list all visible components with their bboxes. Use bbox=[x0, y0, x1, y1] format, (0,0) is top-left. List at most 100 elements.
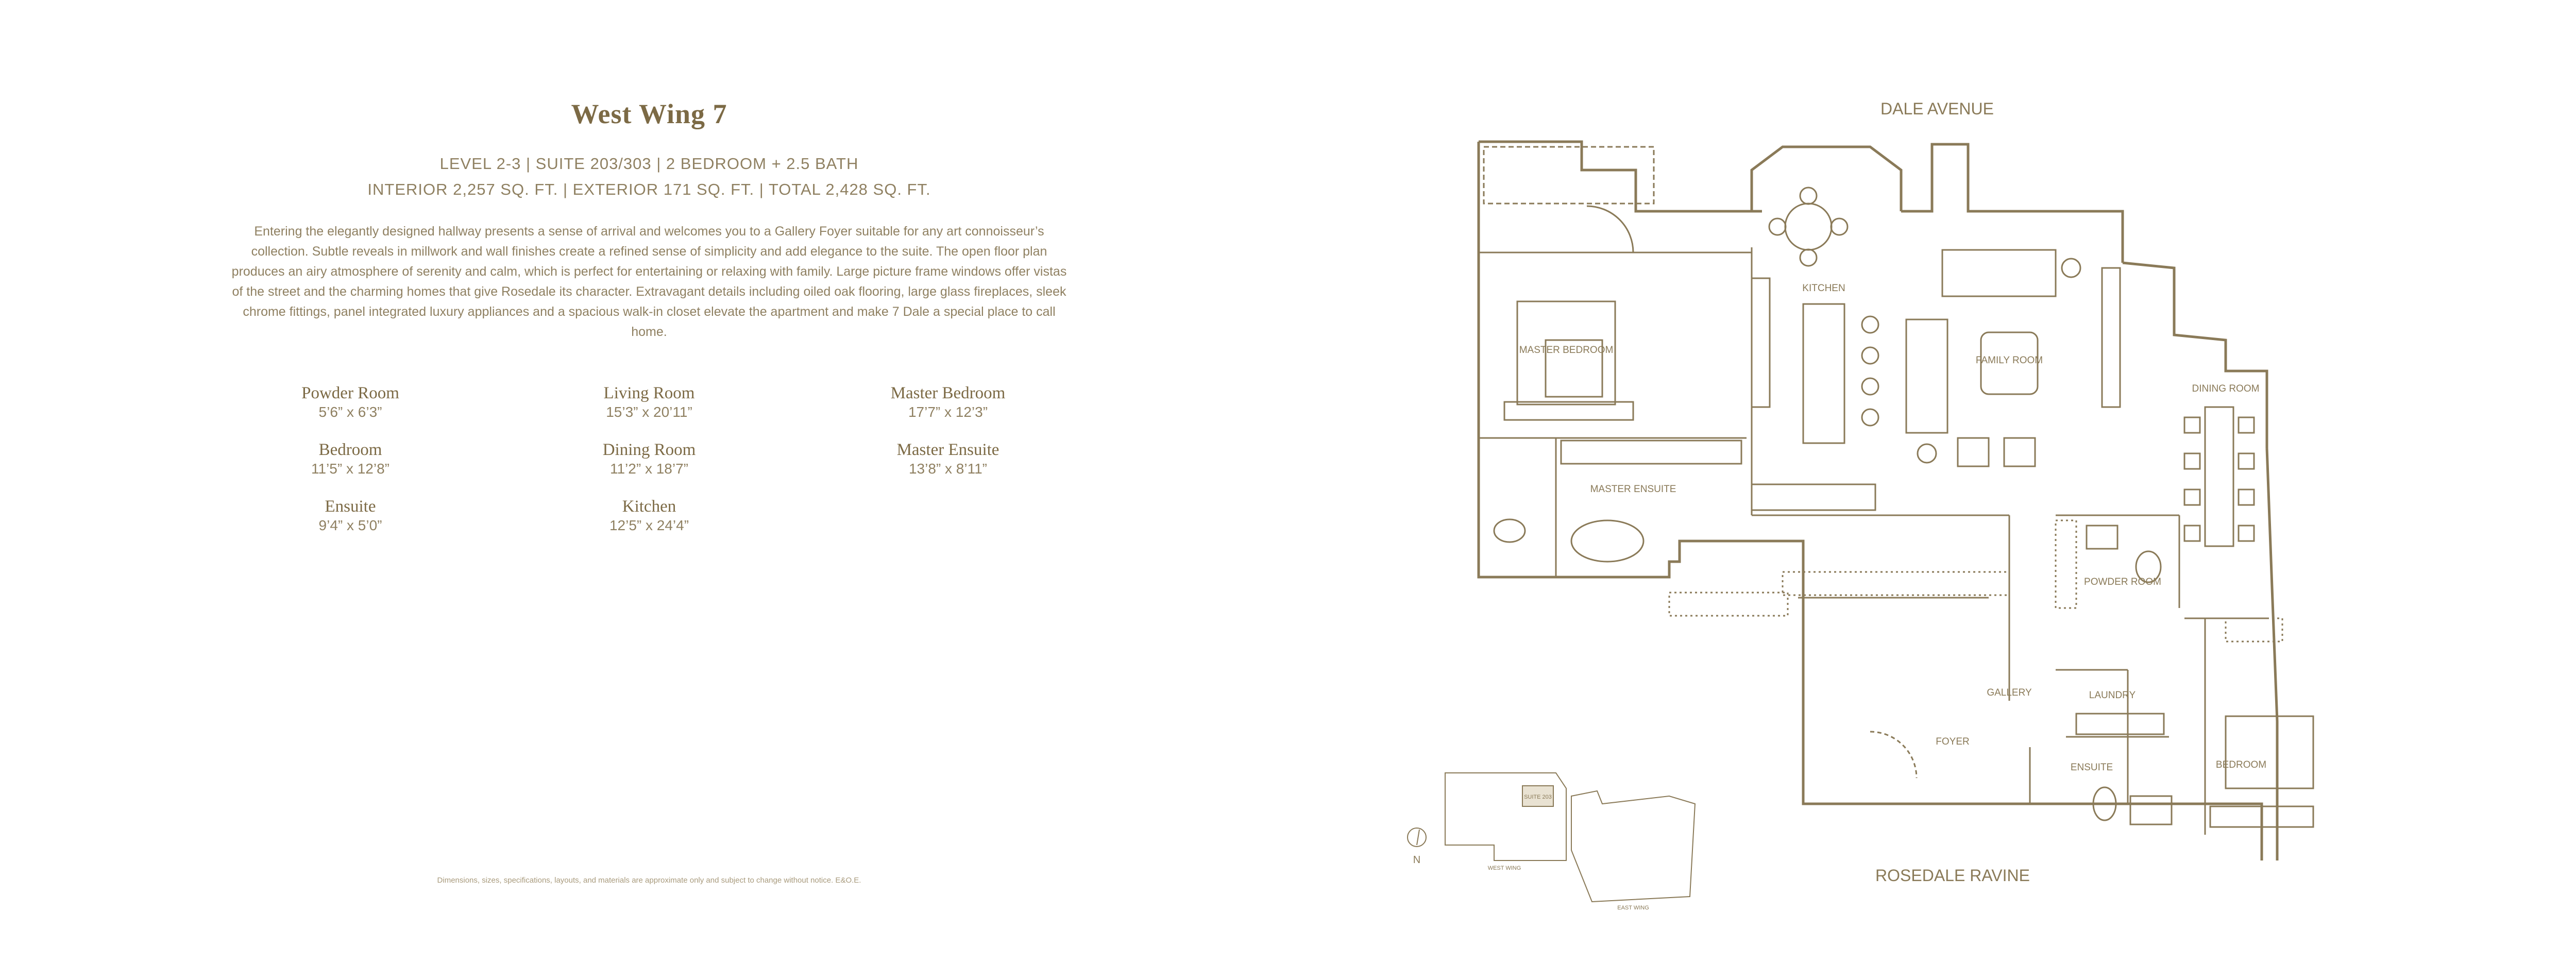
street-label-bottom: ROSEDALE RAVINE bbox=[1875, 866, 2030, 885]
door-swing bbox=[1586, 205, 1634, 253]
west-wing-label: WEST WING bbox=[1488, 865, 1521, 871]
chair bbox=[1768, 217, 1787, 236]
bed bbox=[2225, 715, 2314, 789]
room-name: Master Bedroom bbox=[890, 384, 1006, 402]
chair bbox=[2183, 452, 2201, 470]
room-label-gallery: GALLERY bbox=[1987, 687, 2032, 698]
chair bbox=[2238, 488, 2255, 506]
floor-plan: DALE AVENUE ROSEDALE RAVINE bbox=[1407, 99, 2314, 911]
chair bbox=[1799, 187, 1818, 205]
balcony bbox=[1483, 146, 1655, 205]
chair bbox=[1830, 217, 1849, 236]
room-label-family: FAMILY ROOM bbox=[1976, 355, 2043, 366]
vanity bbox=[1560, 440, 1742, 465]
east-wing-label: EAST WING bbox=[1617, 905, 1649, 911]
area-summary: INTERIOR 2,257 SQ. FT. | EXTERIOR 171 SQ… bbox=[367, 180, 931, 198]
room-entry: Dining Room 11’2” x 18’7” bbox=[546, 441, 752, 477]
sofa bbox=[1905, 318, 1948, 434]
room-entry: Living Room 15’3” x 20’11” bbox=[546, 384, 752, 420]
room-label-dining: DINING ROOM bbox=[2192, 383, 2260, 394]
bed bbox=[1516, 300, 1616, 406]
toilet bbox=[2135, 550, 2162, 583]
vanity bbox=[2129, 795, 2173, 825]
room-label-ensuite: ENSUITE bbox=[2071, 762, 2113, 773]
room-name: Powder Room bbox=[301, 384, 399, 402]
room-dims: 12’5” x 24’4” bbox=[609, 517, 689, 533]
sofa bbox=[1941, 249, 2057, 297]
chair bbox=[2238, 452, 2255, 470]
north-label: N bbox=[1413, 854, 1420, 866]
chair bbox=[2183, 416, 2201, 434]
room-label-master-bedroom: MASTER BEDROOM bbox=[1519, 345, 1614, 356]
chair bbox=[2238, 416, 2255, 434]
street-label-top: DALE AVENUE bbox=[1880, 99, 1994, 118]
room-entry: Master Ensuite 13’8” x 8’11” bbox=[845, 441, 1051, 477]
toilet bbox=[1493, 518, 1526, 543]
laundry-appliances bbox=[2075, 713, 2165, 735]
key-plan-suite-highlight bbox=[1522, 785, 1554, 807]
armchair bbox=[1957, 437, 1990, 467]
room-label-bedroom: BEDROOM bbox=[2216, 759, 2266, 770]
suite-title: West Wing 7 bbox=[571, 98, 727, 129]
disclaimer: Dimensions, sizes, specifications, layou… bbox=[437, 876, 861, 885]
room-label-laundry: LAUNDRY bbox=[2089, 690, 2136, 701]
kitchen-appliances bbox=[1751, 483, 1876, 511]
stool bbox=[1861, 408, 1879, 427]
chair bbox=[1799, 248, 1818, 267]
chair bbox=[2183, 488, 2201, 506]
room-label-kitchen: KITCHEN bbox=[1802, 283, 1845, 294]
room-label-powder: POWDER ROOM bbox=[2084, 577, 2161, 587]
dining-table bbox=[2204, 406, 2234, 547]
closet-rack bbox=[1782, 571, 2010, 596]
room-name: Master Ensuite bbox=[896, 441, 999, 459]
exterior-walls bbox=[1477, 140, 2279, 860]
room-entry: Master Bedroom 17’7” x 12’3” bbox=[845, 384, 1051, 420]
room-name: Kitchen bbox=[622, 497, 676, 516]
room-name: Dining Room bbox=[602, 441, 696, 459]
key-plan-west-wing bbox=[1445, 772, 1567, 861]
closet-rack bbox=[2055, 519, 2077, 609]
room-dims: 9’4” x 5’0” bbox=[318, 517, 382, 533]
room-name: Bedroom bbox=[318, 441, 382, 459]
kitchen-counter bbox=[1751, 277, 1771, 408]
chair bbox=[2238, 525, 2255, 542]
room-dims: 15’3” x 20’11” bbox=[606, 404, 692, 420]
round-table bbox=[1784, 202, 1833, 251]
key-plan-east-wing bbox=[1571, 790, 1696, 903]
room-name: Ensuite bbox=[325, 497, 376, 516]
door-swing bbox=[1870, 731, 1918, 779]
bed-headboard bbox=[1503, 401, 1634, 421]
room-label-foyer: FOYER bbox=[1936, 736, 1969, 747]
room-entry: Ensuite 9’4” x 5’0” bbox=[247, 497, 453, 534]
bed-pillow-area bbox=[1545, 339, 1603, 398]
room-dims: 11’5” x 12’8” bbox=[311, 461, 389, 477]
room-entry: Kitchen 12’5” x 24’4” bbox=[546, 497, 752, 534]
floor-plan-panel: DALE AVENUE ROSEDALE RAVINE bbox=[1391, 0, 2576, 979]
dresser bbox=[2209, 805, 2314, 828]
closet-rack bbox=[1668, 592, 1789, 617]
suite-summary: LEVEL 2-3 | SUITE 203/303 | 2 BEDROOM + … bbox=[439, 155, 859, 173]
stool bbox=[1861, 315, 1879, 334]
key-plan: N SUITE 203 WEST WING EAST WING bbox=[1407, 772, 1696, 911]
armchair bbox=[2003, 437, 2036, 467]
description-panel: West Wing 7 LEVEL 2-3 | SUITE 203/303 | … bbox=[231, 98, 1067, 885]
room-dims: 11’2” x 18’7” bbox=[609, 461, 688, 477]
interior-walls bbox=[1479, 247, 2267, 835]
lamp bbox=[1917, 443, 1937, 464]
lamp bbox=[2061, 258, 2081, 278]
coffee-table bbox=[1980, 331, 2039, 395]
closet-rack bbox=[2225, 617, 2283, 643]
room-entry: Powder Room 5’6” x 6’3” bbox=[247, 384, 453, 420]
bathtub bbox=[1570, 519, 1645, 563]
north-arrow-icon bbox=[1407, 828, 1427, 847]
suite-description: Entering the elegantly designed hallway … bbox=[231, 224, 1067, 339]
stool bbox=[1861, 346, 1879, 365]
room-label-master-ensuite: MASTER ENSUITE bbox=[1590, 484, 1676, 495]
chair bbox=[2183, 525, 2201, 542]
toilet bbox=[2092, 786, 2117, 821]
room-entry: Bedroom 11’5” x 12’8” bbox=[247, 441, 453, 477]
kitchen-island bbox=[1802, 303, 1845, 444]
room-dims: 17’7” x 12’3” bbox=[908, 404, 988, 420]
room-name: Living Room bbox=[603, 384, 695, 402]
north-arrow-pointer bbox=[1416, 829, 1420, 846]
